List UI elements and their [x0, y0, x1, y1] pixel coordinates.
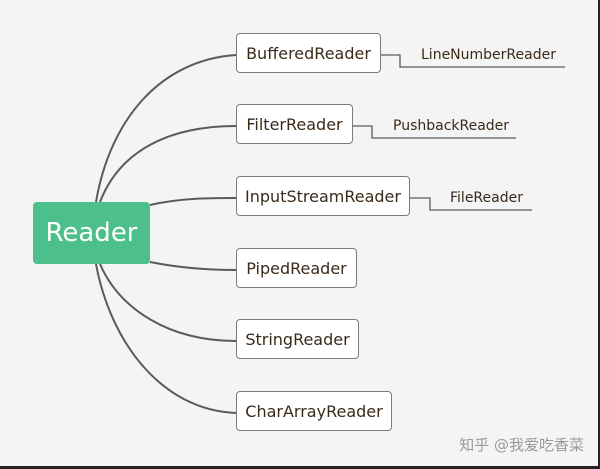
- connector-stringreader: [99, 263, 237, 342]
- connector-chararrayreader: [95, 263, 237, 414]
- node-inputstreamreader: InputStreamReader: [236, 176, 410, 216]
- node-pipedreader: PipedReader: [236, 248, 357, 288]
- connector-pushbackreader: [352, 125, 516, 139]
- frame-border-right: [598, 0, 600, 469]
- frame-border-bottom: [0, 466, 600, 469]
- node-filterreader: FilterReader: [236, 104, 353, 144]
- connector-filterreader: [99, 125, 237, 203]
- root-node-reader: Reader: [33, 202, 150, 264]
- node-bufferedreader: BufferedReader: [236, 33, 381, 73]
- label-filereader: FileReader: [450, 190, 523, 206]
- connector-pipedreader: [149, 261, 237, 271]
- connector-filereader: [410, 197, 532, 211]
- label-linenumberreader: LineNumberReader: [421, 47, 556, 63]
- connector-bufferedreader: [95, 54, 237, 203]
- node-chararrayreader: CharArrayReader: [236, 391, 392, 431]
- node-stringreader: StringReader: [236, 319, 359, 359]
- connector-inputstreamreader: [149, 197, 237, 206]
- label-pushbackreader: PushbackReader: [393, 118, 510, 134]
- connector-linenumberreader: [381, 54, 565, 68]
- watermark: 知乎 @我爱吃香菜: [459, 436, 584, 454]
